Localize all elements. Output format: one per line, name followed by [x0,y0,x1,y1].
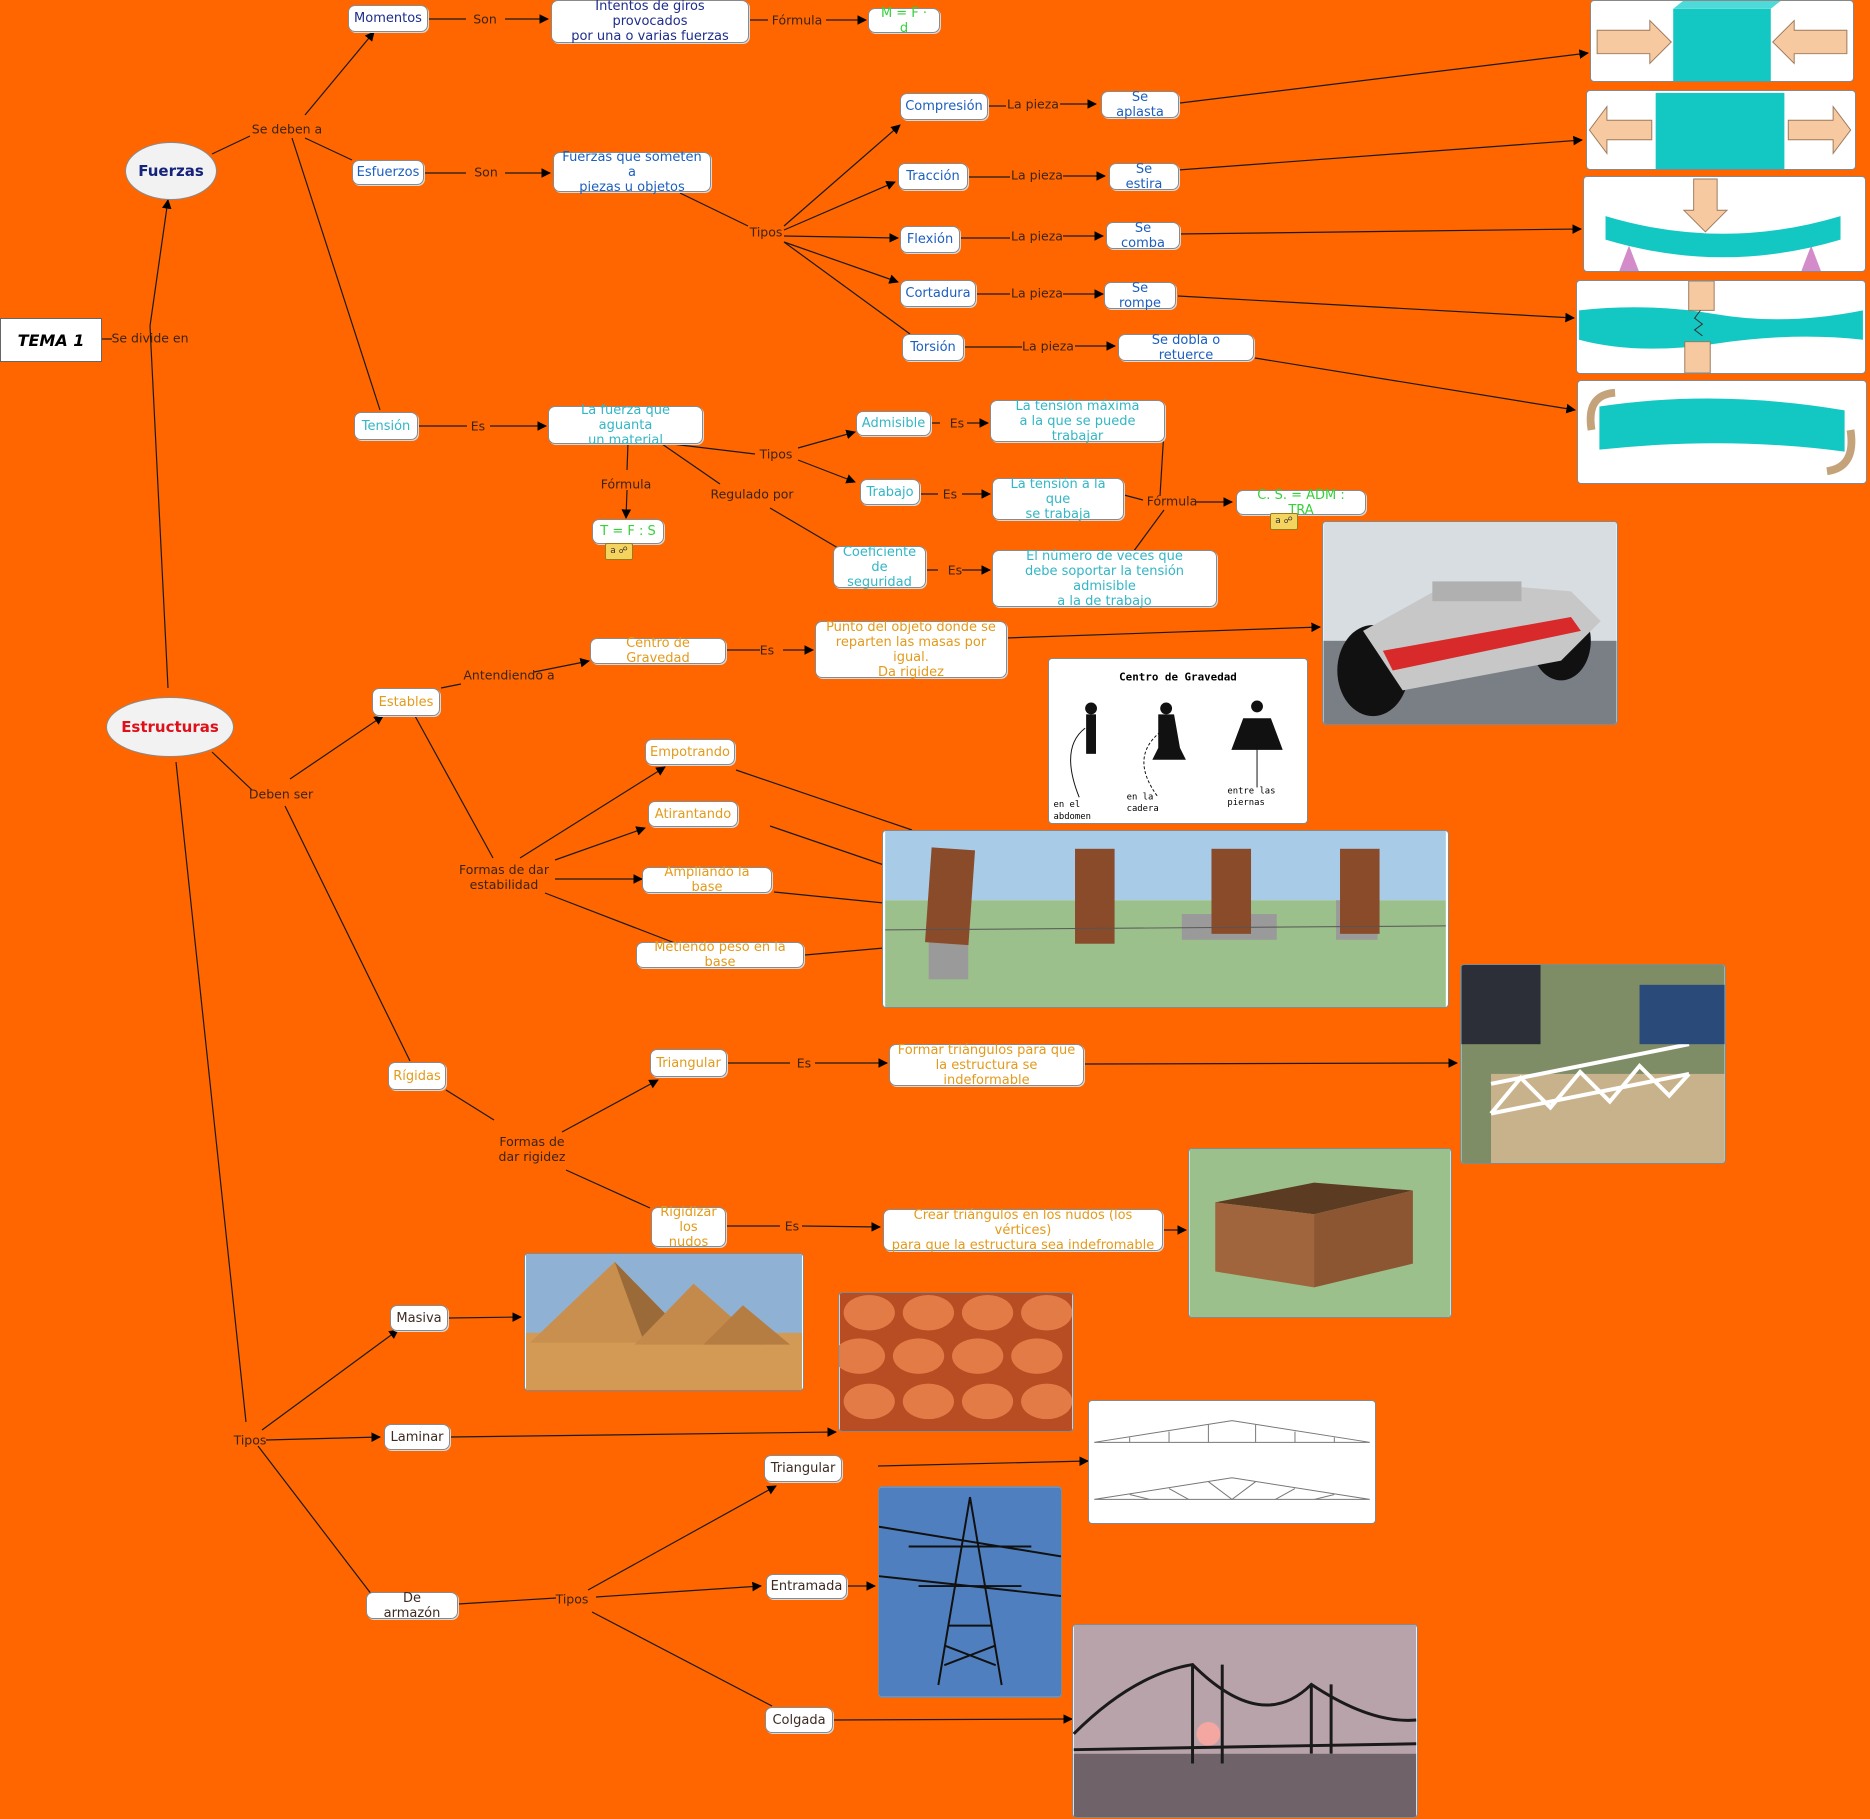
attachment-icon[interactable]: a ☍ [605,543,633,560]
label-formula-cs: Fórmula [1146,493,1198,509]
coeficiente-definition[interactable]: El número de veces que debe soportar la … [992,549,1217,609]
traccion-image [1586,90,1856,170]
result-se-aplasta[interactable]: Se aplasta [1101,90,1179,120]
label-es-coeficiente: Es [947,562,963,578]
label-antendiendo-a: Antendiendo a [463,667,555,683]
root-topic[interactable]: TEMA 1 [0,318,102,362]
triangular-definition[interactable]: Formar triángulos para que la estructura… [889,1043,1084,1088]
label-se-deben-a: Se deben a [251,121,323,137]
label-es-trabajo: Es [942,486,958,502]
label-es-triangular: Es [796,1055,812,1071]
cortadura-image [1576,280,1866,374]
suspension-bridge-image [1072,1624,1418,1818]
label-formula-tension: Fórmula [600,476,652,492]
label-la-pieza-2: La pieza [1011,167,1063,183]
coeficiente-node[interactable]: Coeficiente de seguridad [833,545,926,590]
momentos-definition[interactable]: Intentos de giros provocados por una o v… [551,0,749,44]
cs-formula[interactable]: C. S. = ADM : TRA [1236,488,1366,518]
trabajo-node[interactable]: Trabajo [860,479,920,505]
esfuerzos-definition[interactable]: Fuerzas que someten a piezas u objetos [553,150,711,195]
result-se-comba[interactable]: Se comba [1106,221,1180,251]
estabilidad-peso-base[interactable]: Metiendo peso en la base [636,940,804,970]
label-son-momentos: Son [473,11,497,27]
label-es-tension: Es [470,418,486,434]
pylon-image [878,1486,1062,1698]
truss-model-image [1460,964,1726,1164]
armazon-entramada[interactable]: Entramada [766,1574,847,1599]
esfuerzos-node[interactable]: Esfuerzos [352,160,424,185]
tension-definition[interactable]: La fuerza que aguanta un material [548,403,703,448]
trabajo-definition[interactable]: La tensión a la que se trabaja [992,477,1124,522]
label-es-rigidizar: Es [784,1218,800,1234]
tipo-torsion[interactable]: Torsión [902,334,964,361]
armazon-colgada[interactable]: Colgada [765,1707,833,1733]
label-deben-ser: Deben ser [248,786,314,802]
centro-definition[interactable]: Punto del objeto donde se reparten las m… [815,620,1007,680]
svg-text:Centro de Gravedad: Centro de Gravedad [1119,671,1237,684]
tipo-cortadura[interactable]: Cortadura [900,280,976,307]
momentos-formula[interactable]: M = F · d [868,6,940,36]
label-la-pieza-5: La pieza [1022,338,1074,354]
label-tipos-esfuerzos: Tipos [749,224,783,240]
fuerzas-node[interactable]: Fuerzas [125,142,217,200]
estabilidad-atirantando[interactable]: Atirantando [648,801,738,827]
result-se-dobla[interactable]: Se dobla o retuerce [1118,333,1254,363]
estructuras-node[interactable]: Estructuras [106,697,234,757]
tension-node[interactable]: Tensión [354,412,418,440]
label-la-pieza-1: La pieza [1007,96,1059,112]
roof-tiles-image [838,1292,1074,1432]
tipo-armazon[interactable]: De armazón [366,1591,458,1621]
tipo-masiva[interactable]: Masiva [390,1305,448,1331]
estabilidad-ampliando-base[interactable]: Ampliando la base [642,865,772,895]
label-la-pieza-4: La pieza [1011,285,1063,301]
rigidizar-definition[interactable]: Crear triángulos en los nudos (los vérti… [883,1208,1163,1253]
tipo-traccion[interactable]: Tracción [898,163,968,190]
rigidizar-nudos[interactable]: Rigidizar los nudos [651,1205,726,1250]
label-tipos-armazon: Tipos [555,1591,589,1607]
tension-formula[interactable]: T = F : S [592,519,664,544]
result-se-estira[interactable]: Se estira [1109,162,1179,192]
rigidas-node[interactable]: Rígidas [388,1062,446,1090]
admisible-definition[interactable]: La tensión máxima a la que se puede trab… [990,399,1165,444]
rigidez-triangular[interactable]: Triangular [650,1049,727,1077]
estables-node[interactable]: Estables [372,688,440,716]
result-se-rompe[interactable]: Se rompe [1104,281,1176,311]
tipo-flexion[interactable]: Flexión [900,226,960,253]
tipo-laminar[interactable]: Laminar [384,1424,450,1450]
label-tipos-estructuras: Tipos [233,1432,267,1448]
walls-stability-image [882,830,1449,1008]
momentos-node[interactable]: Momentos [348,5,428,32]
label-es-centro: Es [759,642,775,658]
centro-gravedad-node[interactable]: Centro de Gravedad [590,636,726,666]
torsion-image [1577,380,1867,484]
armazon-triangular[interactable]: Triangular [764,1455,842,1482]
label-es-admisible: Es [949,415,965,431]
brick-cube-image [1188,1148,1452,1318]
flexion-image [1583,176,1866,272]
label-tipos-tension: Tipos [759,446,793,462]
label-se-divide-en: Se divide en [111,330,189,346]
label-formula-momentos: Fórmula [771,12,823,28]
label-formas-rigidez: Formas de dar rigidez [498,1134,566,1164]
attachment-icon[interactable]: a ☍ [1270,513,1298,530]
race-car-image [1322,521,1618,725]
label-son-esfuerzos: Son [474,164,498,180]
label-formas-estabilidad: Formas de dar estabilidad [459,862,549,892]
pyramids-image [524,1253,804,1391]
admisible-node[interactable]: Admisible [856,411,931,436]
compresion-image [1590,0,1854,82]
tipo-compresion[interactable]: Compresión [900,93,988,120]
label-regulado-por: Regulado por [710,486,794,502]
roof-truss-image [1088,1400,1376,1524]
label-la-pieza-3: La pieza [1011,228,1063,244]
estabilidad-empotrando[interactable]: Empotrando [645,739,735,765]
